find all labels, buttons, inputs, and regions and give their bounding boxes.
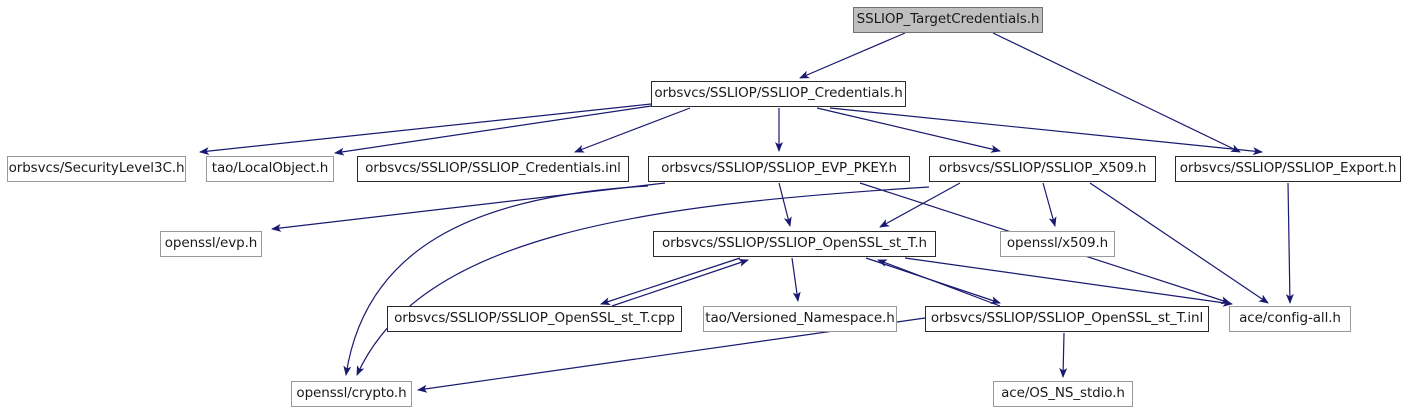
node-label: orbsvcs/SSLIOP/SSLIOP_OpenSSL_st_T.inl [930,310,1204,327]
edge-credentials_h-securitylevel3c [199,103,652,156]
node-ace-config-all-h[interactable]: ace/config-all.h [1229,306,1351,332]
node-label: orbsvcs/SSLIOP/SSLIOP_Credentials.h [654,85,903,102]
node-ssliop-openssl-st-t-inl[interactable]: orbsvcs/SSLIOP/SSLIOP_OpenSSL_st_T.inl [925,306,1209,332]
edge-openssl_st_t_h-versioned_ns [791,257,801,302]
node-ace-os-ns-stdio-h[interactable]: ace/OS_NS_stdio.h [993,381,1133,407]
node-label: orbsvcs/SSLIOP/SSLIOP_EVP_PKEY.h [661,160,897,177]
edge-openssl_st_t_cpp-openssl_st_t_h [611,259,749,307]
node-openssl-evp-h[interactable]: openssl/evp.h [160,231,262,257]
edge-credentials_h-export_h [829,107,1263,156]
edge-openssl_st_t_inl-openssl_st_t_h [877,259,1001,307]
node-label: openssl/crypto.h [296,385,407,402]
node-ssliop-export-h[interactable]: orbsvcs/SSLIOP/SSLIOP_Export.h [1175,156,1401,182]
node-ssliop-targetcredentials-h[interactable]: SSLIOP_TargetCredentials.h [853,7,1043,33]
node-openssl-crypto-h[interactable]: openssl/crypto.h [291,381,412,407]
edge-credentials_h-localobject [334,105,652,156]
node-label: SSLIOP_TargetCredentials.h [856,11,1040,28]
edge-credentials_h-credentials_inl [574,107,691,153]
node-label: orbsvcs/SSLIOP/SSLIOP_Credentials.inl [365,160,621,177]
node-label: orbsvcs/SSLIOP/SSLIOP_Export.h [1179,160,1397,177]
node-label: orbsvcs/SecurityLevel3C.h [8,160,185,177]
edge-evp_pkey_h-openssl_evp [271,182,666,232]
node-label: ace/OS_NS_stdio.h [1001,385,1125,402]
node-openssl-x509-h[interactable]: openssl/x509.h [1000,231,1115,257]
node-ssliop-x509-h[interactable]: orbsvcs/SSLIOP/SSLIOP_X509.h [929,156,1156,182]
node-ssliop-openssl-st-t-cpp[interactable]: orbsvcs/SSLIOP/SSLIOP_OpenSSL_st_T.cpp [387,306,682,332]
edge-x509_h-openssl_crypto [356,186,930,376]
node-label: orbsvcs/SSLIOP/SSLIOP_OpenSSL_st_T.h [662,235,927,252]
node-label: tao/LocalObject.h [211,160,329,177]
edge-export_h-config_all [1285,182,1294,304]
node-tao-localobject-h[interactable]: tao/LocalObject.h [206,156,334,182]
node-ssliop-evp-pkey-h[interactable]: orbsvcs/SSLIOP/SSLIOP_EVP_PKEY.h [648,156,910,182]
node-label: ace/config-all.h [1239,310,1341,327]
node-label: openssl/evp.h [164,235,258,252]
edge-openssl_st_t_h-config_all [904,257,1233,307]
node-ssliop-credentials-inl[interactable]: orbsvcs/SSLIOP/SSLIOP_Credentials.inl [357,156,629,182]
node-ssliop-openssl-st-t-h[interactable]: orbsvcs/SSLIOP/SSLIOP_OpenSSL_st_T.h [653,231,936,257]
edge-openssl_st_t_h-openssl_st_t_cpp [600,257,741,305]
node-tao-versioned-namespace-h[interactable]: tao/Versioned_Namespace.h [703,306,897,332]
edge-evp_pkey_h-openssl_crypto [343,185,649,376]
edge-openssl_st_t_inl-os_ns_stdio [1059,332,1068,378]
edge-credentials_h-x509_h [816,107,1001,153]
edge-x509_h-config_all [1089,182,1269,304]
edge-target_credentials-credentials_h [799,32,906,79]
node-label: tao/Versioned_Namespace.h [705,310,895,327]
edge-evp_pkey_h-openssl_st_t_h [778,182,792,227]
node-label: openssl/x509.h [1006,235,1109,252]
node-securitylevel3c-h[interactable]: orbsvcs/SecurityLevel3C.h [7,156,186,182]
edge-openssl_st_t_h-openssl_st_t_inl [865,257,1001,304]
edge-x509_h-openssl_x509 [1042,182,1057,227]
edge-target_credentials-export_h [992,32,1241,153]
node-label: orbsvcs/SSLIOP/SSLIOP_OpenSSL_st_T.cpp [394,310,675,327]
edge-x509_h-openssl_st_t_h [879,182,961,228]
node-label: orbsvcs/SSLIOP/SSLIOP_X509.h [938,160,1147,177]
node-ssliop-credentials-h[interactable]: orbsvcs/SSLIOP/SSLIOP_Credentials.h [651,81,906,107]
